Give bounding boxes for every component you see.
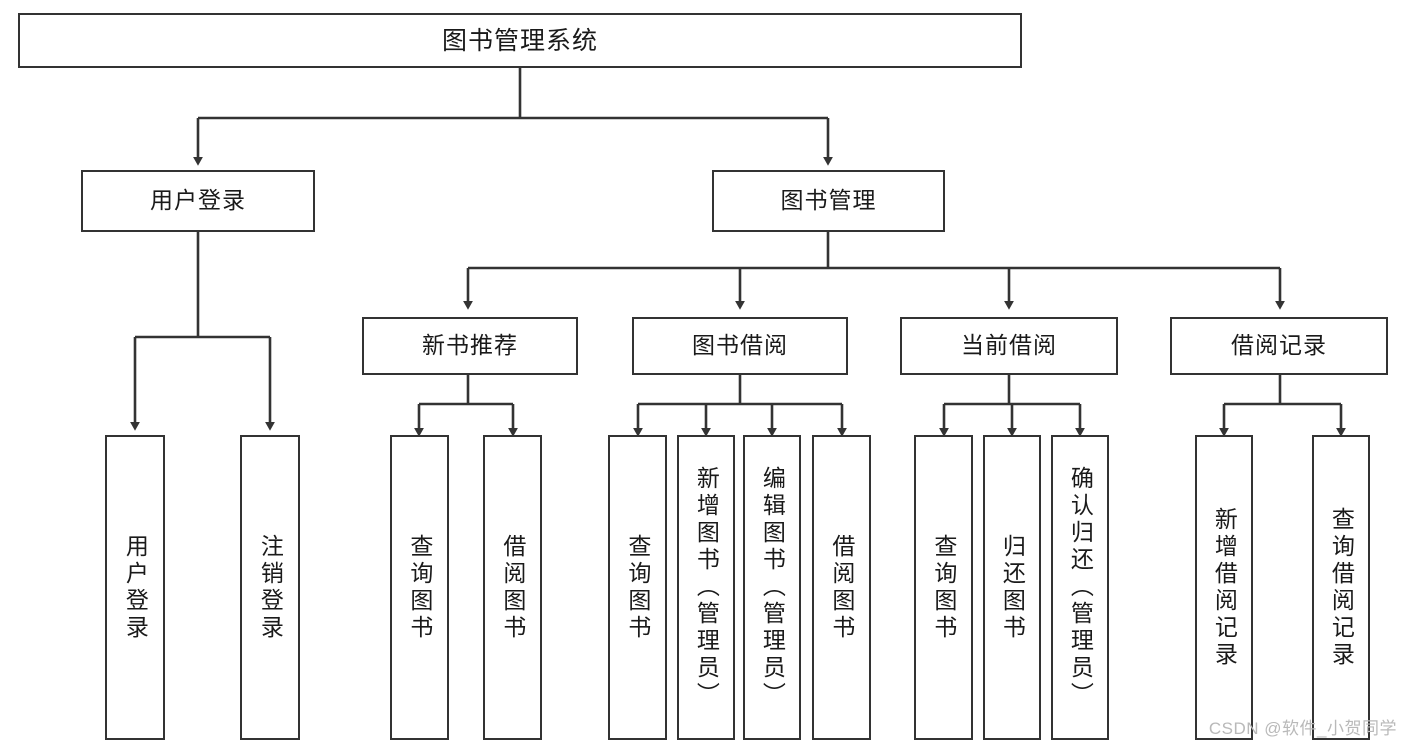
- node-leaf-confirm-return[interactable]: 确认归还（管理员）: [1051, 435, 1109, 740]
- node-leaf-return-book[interactable]: 归还图书: [983, 435, 1041, 740]
- watermark: CSDN @软件_小贺同学: [1208, 719, 1397, 738]
- node-leaf-user-logout[interactable]: 注销登录: [240, 435, 300, 740]
- node-user-login-label: 用户登录: [150, 187, 246, 214]
- node-leaf-borrow-book-2[interactable]: 借阅图书: [812, 435, 871, 740]
- node-leaf-edit-book-label: 编辑图书（管理员）: [759, 466, 786, 709]
- node-leaf-query-book-3-label: 查询图书: [930, 533, 957, 642]
- node-leaf-add-record-label: 新增借阅记录: [1211, 506, 1238, 669]
- node-leaf-add-book-label: 新增图书（管理员）: [693, 466, 720, 709]
- node-current-borrow[interactable]: 当前借阅: [900, 317, 1118, 375]
- node-book-borrow[interactable]: 图书借阅: [632, 317, 848, 375]
- node-leaf-query-book-1-label: 查询图书: [406, 533, 433, 642]
- node-leaf-user-logout-label: 注销登录: [257, 533, 284, 642]
- node-new-book-recommend-label: 新书推荐: [422, 332, 518, 359]
- node-root-label: 图书管理系统: [441, 26, 598, 55]
- node-book-management[interactable]: 图书管理: [712, 170, 945, 232]
- node-leaf-borrow-book-1-label: 借阅图书: [499, 533, 526, 642]
- node-leaf-query-book-2[interactable]: 查询图书: [608, 435, 667, 740]
- node-leaf-query-book-1[interactable]: 查询图书: [390, 435, 449, 740]
- node-book-management-label: 图书管理: [780, 187, 877, 214]
- node-root[interactable]: 图书管理系统: [18, 13, 1022, 68]
- node-borrow-record-label: 借阅记录: [1231, 332, 1327, 359]
- node-leaf-query-book-3[interactable]: 查询图书: [914, 435, 973, 740]
- node-leaf-query-record-label: 查询借阅记录: [1328, 506, 1355, 669]
- node-current-borrow-label: 当前借阅: [961, 332, 1057, 359]
- node-leaf-user-login-label: 用户登录: [122, 533, 149, 642]
- node-leaf-query-book-2-label: 查询图书: [624, 533, 651, 642]
- node-leaf-user-login[interactable]: 用户登录: [105, 435, 165, 740]
- node-leaf-borrow-book-2-label: 借阅图书: [828, 533, 855, 642]
- node-leaf-query-record[interactable]: 查询借阅记录: [1312, 435, 1370, 740]
- node-user-login[interactable]: 用户登录: [81, 170, 315, 232]
- node-book-borrow-label: 图书借阅: [692, 332, 788, 359]
- node-leaf-borrow-book-1[interactable]: 借阅图书: [483, 435, 542, 740]
- node-new-book-recommend[interactable]: 新书推荐: [362, 317, 578, 375]
- node-leaf-confirm-return-label: 确认归还（管理员）: [1067, 466, 1094, 709]
- node-borrow-record[interactable]: 借阅记录: [1170, 317, 1388, 375]
- node-leaf-add-book[interactable]: 新增图书（管理员）: [677, 435, 735, 740]
- node-leaf-return-book-label: 归还图书: [999, 533, 1026, 642]
- node-leaf-edit-book[interactable]: 编辑图书（管理员）: [743, 435, 801, 740]
- node-leaf-add-record[interactable]: 新增借阅记录: [1195, 435, 1253, 740]
